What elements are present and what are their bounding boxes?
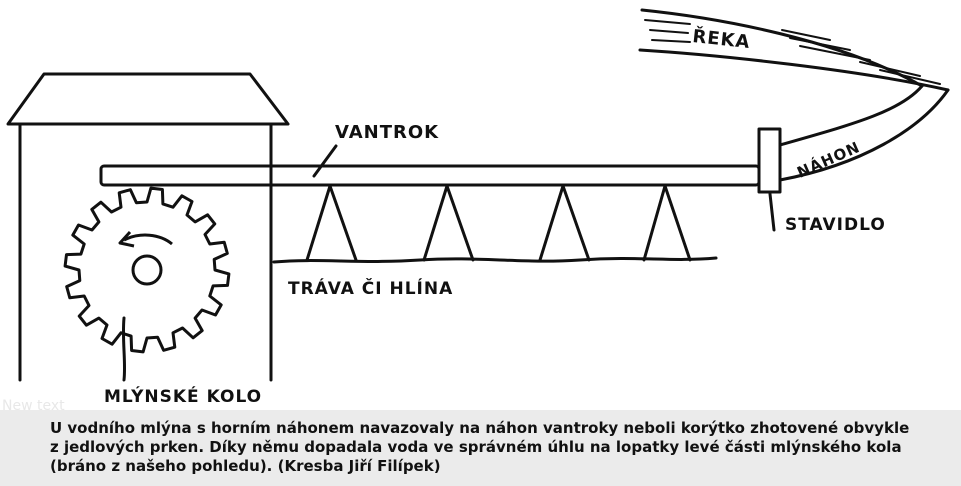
ground-line <box>272 256 718 264</box>
label-vantrok: VANTROK <box>335 122 439 143</box>
water-line-8 <box>879 69 941 85</box>
trough-support-4 <box>642 184 692 262</box>
water-line-3 <box>651 39 691 43</box>
label-kolo: MLÝNSKÉ KOLO <box>104 385 262 407</box>
water-line-1 <box>644 19 691 25</box>
river-bank-lower <box>638 48 950 92</box>
water-line-7 <box>859 61 921 77</box>
label-stavidlo: STAVIDLO <box>785 215 886 235</box>
headrace-upper <box>778 84 924 147</box>
water-line-5 <box>789 37 851 51</box>
trough <box>99 164 761 187</box>
trough-support-2 <box>422 184 475 262</box>
headrace-lower <box>778 88 950 182</box>
water-wheel <box>63 186 231 354</box>
river-bank-upper <box>640 8 924 88</box>
label-trava: TRÁVA ČI HLÍNA <box>288 277 453 299</box>
mill-diagram: ŘEKA VANTROK NÁHON STAVIDLO TRÁVA ČI HLÍ… <box>6 8 950 407</box>
kolo-pointer <box>121 316 127 382</box>
stavidlo-pointer <box>768 192 776 232</box>
water-line-4 <box>781 29 831 41</box>
vantrok-pointer <box>312 144 338 178</box>
water-line-6 <box>799 45 871 61</box>
mill-roof <box>6 72 290 126</box>
figure-caption: U vodního mlýna s horním náhonem navazov… <box>0 410 961 486</box>
sluice-gate <box>757 127 782 194</box>
rotation-arrow <box>123 233 173 246</box>
label-reka: ŘEKA <box>691 25 751 53</box>
trough-support-1 <box>305 184 358 262</box>
water-line-2 <box>649 29 689 34</box>
trough-support-3 <box>538 184 591 262</box>
rotation-arrowhead <box>118 230 135 248</box>
wheel-hub <box>131 254 163 286</box>
